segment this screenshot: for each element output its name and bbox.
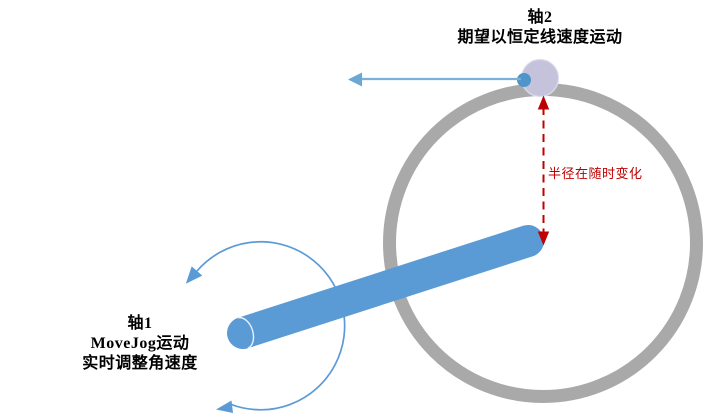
rod-end-cap	[237, 316, 255, 349]
axis2-title: 轴2	[527, 9, 553, 26]
ball-pivot-dot	[517, 73, 531, 87]
axis1-label: 轴1 MoveJog运动 实时调整角速度	[30, 314, 250, 374]
radius-arrow-icon	[537, 95, 550, 246]
axis2-label: 轴2 期望以恒定线速度运动	[420, 8, 660, 48]
radius-changing-label: 半径在随时变化	[548, 166, 643, 181]
linear-velocity-arrow-icon	[348, 72, 521, 87]
radius-arrowhead-up	[537, 95, 550, 110]
axis1-rod	[227, 225, 544, 349]
rotation-arrowhead-top	[185, 266, 203, 284]
axis1-title: 轴1	[127, 315, 153, 332]
linear-velocity-arrowhead	[348, 72, 362, 87]
radius-arrowhead-down	[537, 231, 550, 246]
axis2-desc: 期望以恒定线速度运动	[457, 29, 623, 46]
axis1-line2: MoveJog运动	[90, 335, 190, 352]
axis1-line3: 实时调整角速度	[82, 355, 198, 372]
rotation-arrowhead-bottom	[216, 400, 233, 413]
